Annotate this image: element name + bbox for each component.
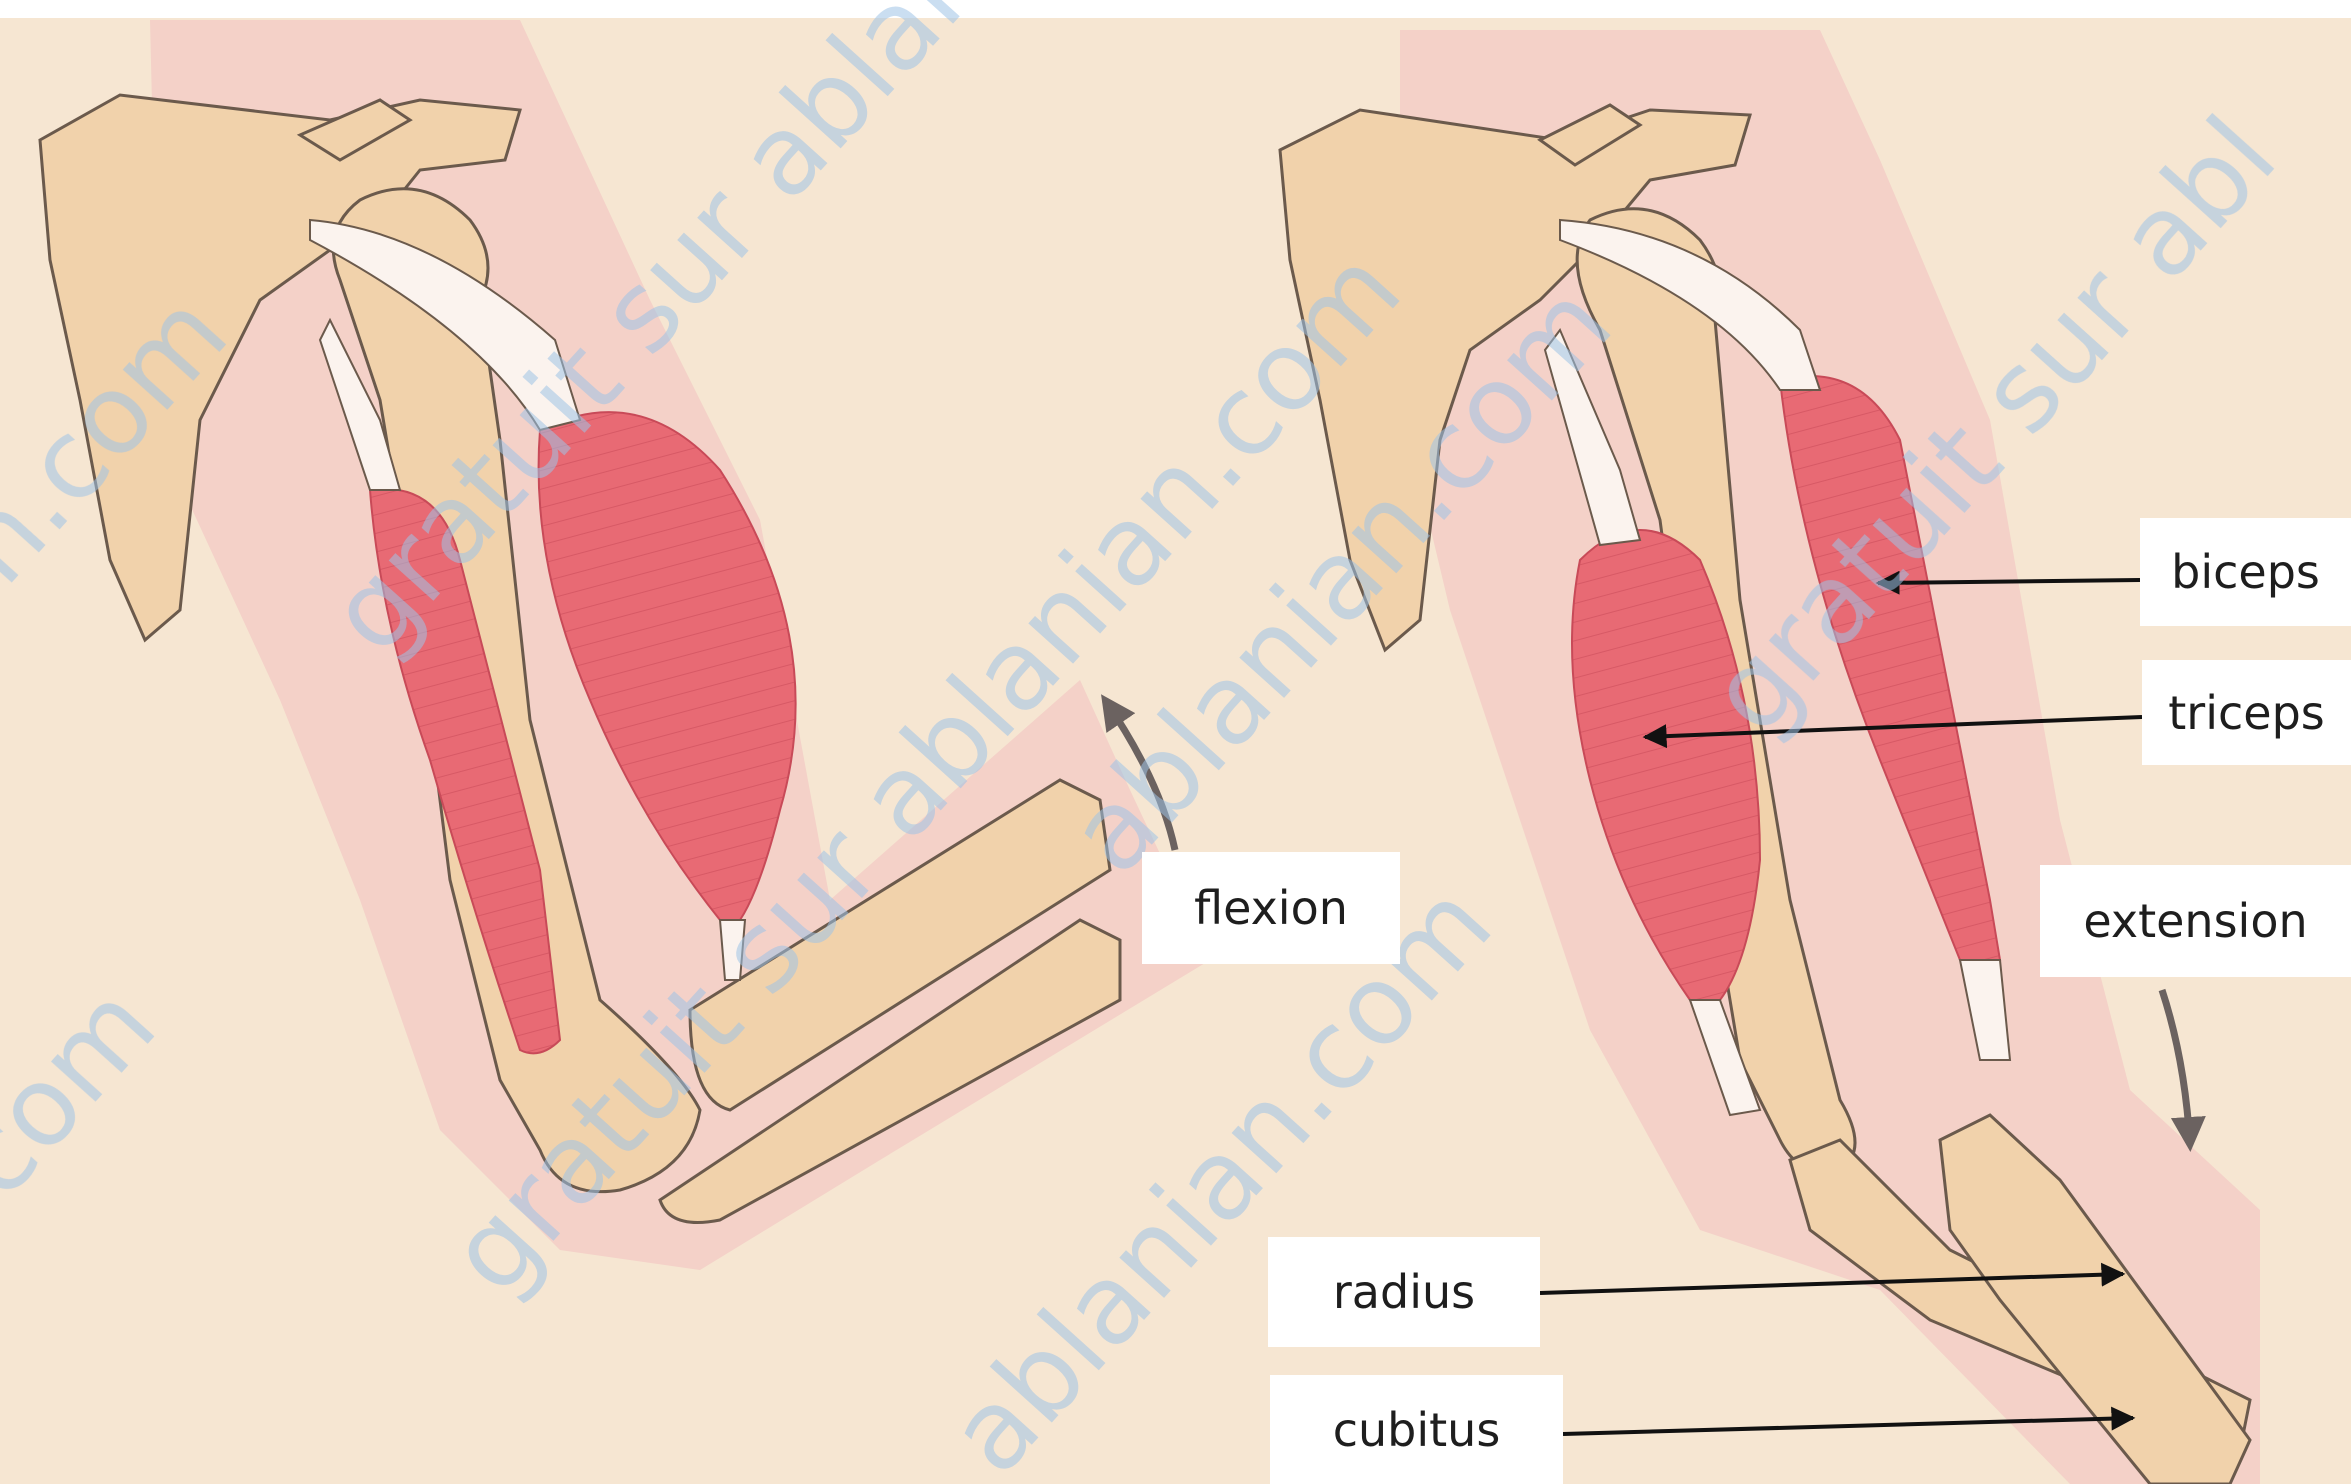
- triceps-label: triceps: [2142, 660, 2351, 765]
- extension-label: extension: [2040, 865, 2351, 977]
- biceps-label: biceps: [2140, 518, 2351, 626]
- flexion-label: flexion: [1142, 852, 1400, 964]
- cubitus-label: cubitus: [1270, 1375, 1563, 1484]
- radius-label: radius: [1268, 1237, 1540, 1347]
